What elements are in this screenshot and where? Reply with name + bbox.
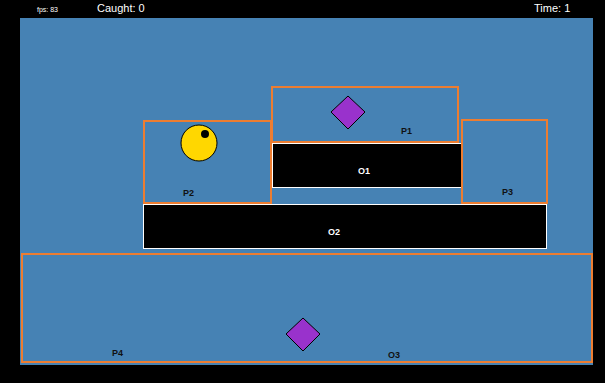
ground-zone: P4 O3 (21, 253, 593, 363)
score-counter: Caught: 0 (97, 2, 145, 15)
timer: Time: 1 (534, 2, 570, 15)
target-diamond (286, 318, 320, 351)
obstacle-block: O1 (272, 143, 462, 188)
zone-label: P1 (401, 126, 412, 137)
zone-label: P2 (183, 188, 194, 199)
zone-label: O2 (328, 227, 340, 238)
zone-label: O1 (358, 166, 370, 177)
fps-counter: fps: 83 (37, 5, 58, 14)
platform-zone: P1 (271, 86, 459, 143)
obstacle-block: O2 (143, 204, 547, 249)
platform-zone: P3 (461, 119, 548, 204)
zone-label: O3 (388, 350, 400, 361)
target-diamond (331, 96, 365, 129)
zone-label: P4 (112, 348, 123, 359)
player-ball (181, 125, 217, 161)
platform-zone: P2 (143, 120, 272, 204)
zone-label: P3 (502, 187, 513, 198)
player-eye (201, 130, 209, 138)
